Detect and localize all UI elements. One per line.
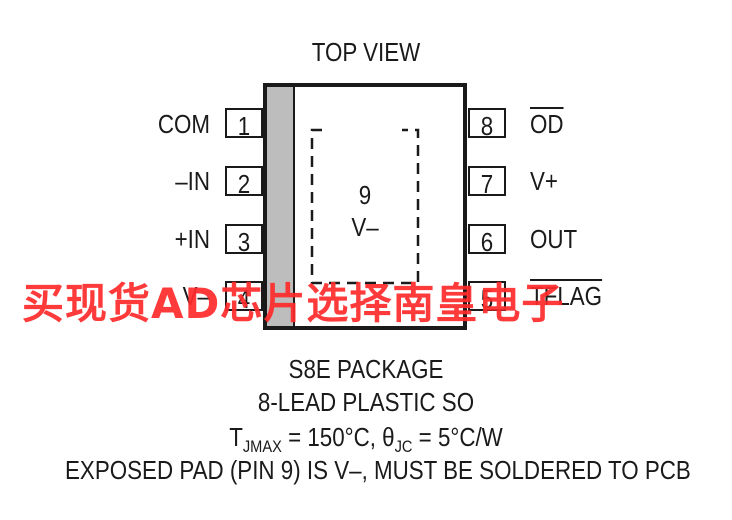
pin-label-plus-in: +IN [174, 224, 210, 254]
caption-thermal-mid: = 150°C, θ [281, 422, 395, 452]
pin-label-v-minus: V– [182, 281, 210, 311]
pin-label-v-plus: V+ [530, 166, 558, 196]
pin-number: 4 [237, 284, 251, 314]
pin-number: 2 [237, 169, 251, 199]
pin-number: 3 [237, 227, 251, 257]
caption-lead: 8-LEAD PLASTIC SO [257, 387, 475, 417]
pin-3: 3 [225, 224, 263, 257]
pin-label-tflag: TFLAG [530, 281, 603, 311]
pin-6: 6 [468, 224, 506, 257]
pin-number: 8 [480, 111, 494, 141]
caption-thermal-prefix: T [229, 422, 243, 452]
pin-number: 5 [480, 284, 494, 314]
watermark-text: 买现货AD芯片选择南皇电子 [22, 279, 565, 328]
caption-thermal-suffix: = 5°C/W [412, 422, 503, 452]
caption-thermal-sub2: JC [394, 437, 413, 457]
caption-thermal-sub1: JMAX [242, 437, 282, 457]
pin-4: 4 [225, 281, 263, 314]
pin-1: 1 [225, 108, 263, 141]
pin-7: 7 [468, 166, 506, 199]
package-body [263, 83, 467, 330]
pin-8: 8 [468, 108, 506, 141]
pin-label-minus-in: –IN [175, 166, 210, 196]
diagram-title: TOP VIEW [311, 37, 421, 67]
caption-thermal: TJMAX = 150°C, θJC = 5°C/W [151, 424, 581, 455]
pin-number: 7 [480, 169, 494, 199]
pin1-indicator-strip [267, 87, 295, 326]
pin-number: 6 [480, 227, 494, 257]
exposed-pad-label: V– [351, 212, 379, 242]
pin-5: 5 [468, 281, 506, 314]
pin-label-com: COM [157, 109, 210, 139]
caption-exposed-pad-note: EXPOSED PAD (PIN 9) IS V–, MUST BE SOLDE… [65, 455, 691, 485]
pin-2: 2 [225, 166, 263, 199]
caption-package: S8E PACKAGE [288, 354, 444, 384]
exposed-pad-number: 9 [358, 180, 372, 210]
pin-number: 1 [237, 111, 251, 141]
pin-label-out: OUT [530, 224, 578, 254]
pin-label-od: OD [530, 109, 564, 139]
